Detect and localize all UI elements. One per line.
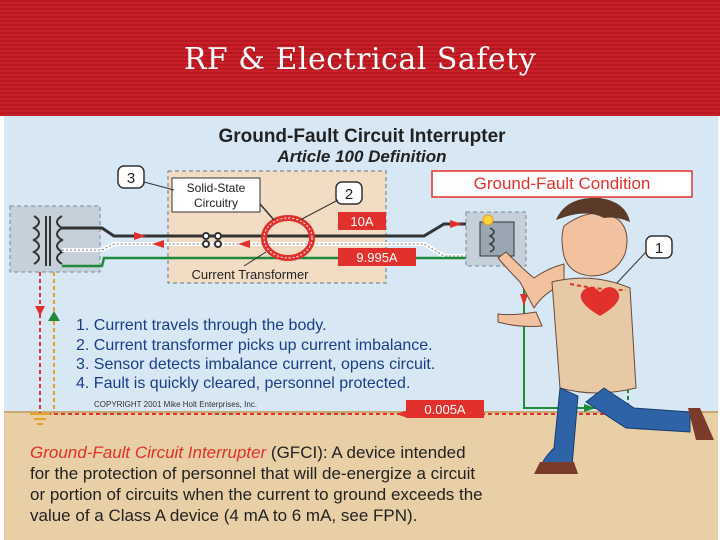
sensor-lead — [259, 203, 275, 221]
appliance-device — [479, 221, 515, 257]
current-transformer-ring — [261, 215, 315, 261]
condition-label-box — [431, 170, 693, 198]
callout-3-label: 3 — [127, 170, 135, 187]
copyright-notice: COPYRIGHT 2001 Mike Holt Enterprises, In… — [94, 400, 257, 409]
solid-state-box — [171, 177, 261, 213]
callout-2-badge: 2 — [299, 181, 363, 221]
current-transformer-label: Current Transformer — [191, 267, 309, 282]
definition-term: Ground-Fault Circuit Interrupter — [30, 443, 268, 462]
slide-title: RF & Electrical Safety — [183, 42, 537, 77]
fault-spark-icon — [482, 214, 494, 226]
callout-2-label: 2 — [345, 186, 353, 203]
slide-header: RF & Electrical Safety — [0, 0, 720, 116]
appliance-coil-icon — [488, 227, 495, 253]
ct-leader-line — [243, 251, 267, 267]
step-2: 2. Current transformer picks up current … — [76, 337, 433, 354]
steps-list: 1. Current travels through the body. 2. … — [76, 317, 435, 392]
definition-line-3: or portion of circuits when the current … — [30, 485, 483, 504]
gfci-diagram: Ground-Fault Circuit Interrupter Article… — [4, 116, 718, 540]
callout-1-badge: 1 — [615, 235, 673, 285]
definition-text: Ground-Fault Circuit Interrupter (GFCI):… — [30, 443, 483, 525]
definition-line-4: value of a Class A device (4 mA to 6 mA,… — [30, 506, 417, 525]
current-0005a-label: 0.005A — [424, 402, 466, 417]
step-3: 3. Sensor detects imbalance current, ope… — [76, 356, 435, 373]
current-10a-label: 10A — [350, 214, 373, 229]
flow-arrows — [35, 220, 632, 418]
callout-3-badge: 3 — [117, 165, 175, 191]
definition-line-1: (GFCI): A device intended — [266, 443, 465, 462]
person-figure — [497, 197, 714, 474]
heart-icon — [580, 287, 620, 316]
step-1: 1. Current travels through the body. — [76, 317, 327, 334]
transformer-icon — [32, 215, 64, 266]
svg-text:Ground-Fault Circuit Interrupt: Ground-Fault Circuit Interrupter (GFCI):… — [30, 443, 466, 462]
solid-state-label-2: Circuitry — [194, 196, 238, 210]
current-9995a-tag — [338, 248, 416, 266]
callout-1-label: 1 — [655, 240, 663, 257]
current-0005a-tag — [406, 400, 484, 418]
current-9995a-label: 9.995A — [356, 250, 398, 265]
current-10a-tag — [338, 212, 386, 230]
floor-area — [4, 412, 718, 540]
definition-line-2: for the protection of personnel that wil… — [30, 464, 475, 483]
switch-contacts — [202, 232, 222, 248]
source-box — [9, 205, 101, 273]
solid-state-label-1: Solid-State — [187, 181, 246, 195]
condition-label: Ground-Fault Condition — [474, 174, 651, 193]
ground-symbol-icon — [30, 413, 50, 425]
diagram-subtitle: Article 100 Definition — [276, 147, 446, 166]
step-4: 4. Fault is quickly cleared, personnel p… — [76, 375, 410, 392]
diagram-title: Ground-Fault Circuit Interrupter — [218, 126, 506, 147]
